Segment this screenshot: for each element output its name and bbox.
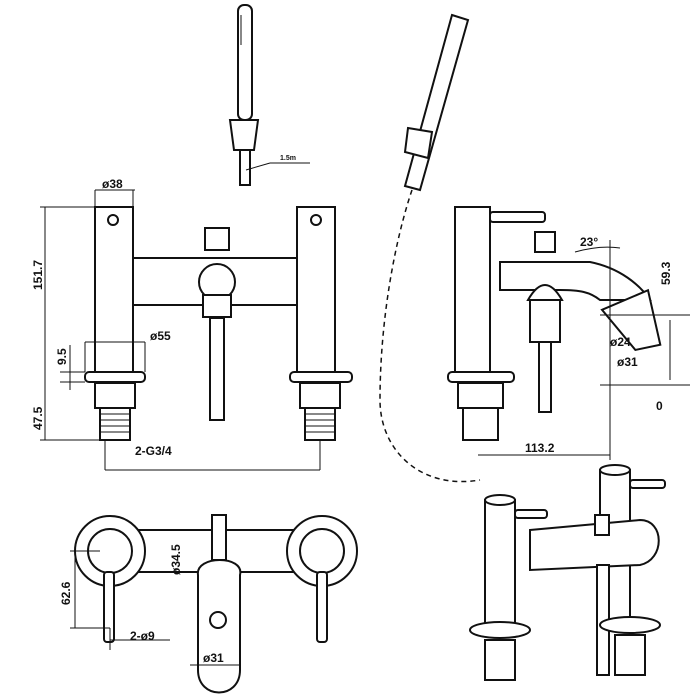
perspective-sketch bbox=[469, 464, 666, 681]
rose-diameter-label: ø34.5 bbox=[169, 544, 183, 575]
handset-front: 1.5m bbox=[228, 4, 310, 186]
base-height-label: 9.5 bbox=[55, 348, 69, 365]
thread-length-label: 47.5 bbox=[31, 406, 45, 430]
zero-mark: 0 bbox=[656, 399, 663, 413]
outlet-outer-label: ø31 bbox=[617, 355, 638, 369]
total-height-label: 151.7 bbox=[31, 260, 45, 290]
front-view: ø38 151.7 ø55 9.5 47.5 2-G3/4 bbox=[31, 177, 353, 471]
projection-label: 113.2 bbox=[525, 441, 555, 455]
outlet-inner-label: ø24 bbox=[610, 335, 631, 349]
spout-angle-label: 23° bbox=[580, 235, 598, 249]
centre-distance-label: 62.6 bbox=[59, 581, 73, 605]
handset-side bbox=[379, 13, 481, 483]
plan-view: ø34.5 62.6 2-ø9 ø31 bbox=[59, 514, 358, 694]
thread-spec-label: 2-G3/4 bbox=[135, 444, 172, 458]
top-diameter-label: ø38 bbox=[102, 177, 123, 191]
side-view: 23° 59.3 ø24 ø31 113.2 0 bbox=[447, 206, 690, 460]
holes-label: 2-ø9 bbox=[130, 629, 155, 643]
spout-height-label: 59.3 bbox=[659, 261, 673, 285]
spout-diameter-label: ø31 bbox=[203, 651, 224, 665]
base-diameter-label: ø55 bbox=[150, 329, 171, 343]
hose-length-label: 1.5m bbox=[280, 155, 296, 162]
